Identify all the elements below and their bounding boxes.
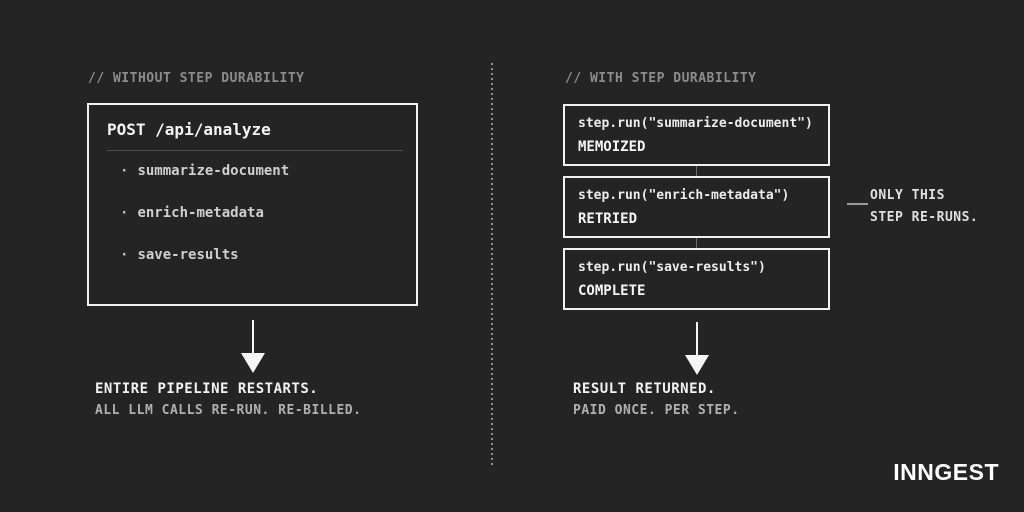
right-caption-secondary: PAID ONCE. PER STEP. [573,403,740,418]
api-endpoint-title: POST /api/analyze [107,120,271,139]
panel-dotted-divider [491,63,493,465]
bullet-icon: · [120,205,129,221]
without-durability-header: // WITHOUT STEP DURABILITY [88,71,305,86]
step-code: step.run("summarize-document") [578,116,813,131]
step-box-complete: step.run("save-results") COMPLETE [563,248,830,310]
pipeline-step-item: · enrich-metadata [120,205,264,221]
annotation-dash-line [847,203,868,205]
down-arrow-icon [685,355,709,375]
pipeline-step-label: enrich-metadata [137,205,264,221]
api-request-box: POST /api/analyze · summarize-document ·… [87,103,418,306]
step-status: MEMOIZED [578,139,646,155]
down-arrow-icon [252,320,254,354]
step-status: COMPLETE [578,283,646,299]
bullet-icon: · [120,163,129,179]
step-connector-line [696,238,697,248]
left-caption-secondary: ALL LLM CALLS RE-RUN. RE-BILLED. [95,403,362,418]
down-arrow-icon [241,353,265,373]
box-title-divider [107,150,403,151]
annotation-line1: ONLY THIS [870,188,945,203]
pipeline-step-label: save-results [137,247,239,263]
step-code: step.run("save-results") [578,260,766,275]
down-arrow-icon [696,322,698,356]
bullet-icon: · [120,247,129,263]
step-status: RETRIED [578,211,638,227]
step-connector-line [696,166,697,176]
step-box-memoized: step.run("summarize-document") MEMOIZED [563,104,830,166]
step-box-retried: step.run("enrich-metadata") RETRIED [563,176,830,238]
pipeline-step-label: summarize-document [137,163,290,179]
annotation-line2: STEP RE-RUNS. [870,210,979,225]
pipeline-step-item: · save-results [120,247,239,263]
pipeline-step-item: · summarize-document [120,163,289,179]
right-caption-primary: RESULT RETURNED. [573,381,716,397]
with-durability-header: // WITH STEP DURABILITY [565,71,757,86]
left-caption-primary: ENTIRE PIPELINE RESTARTS. [95,381,319,397]
inngest-logo: INNGEST [893,459,999,485]
step-code: step.run("enrich-metadata") [578,188,790,203]
